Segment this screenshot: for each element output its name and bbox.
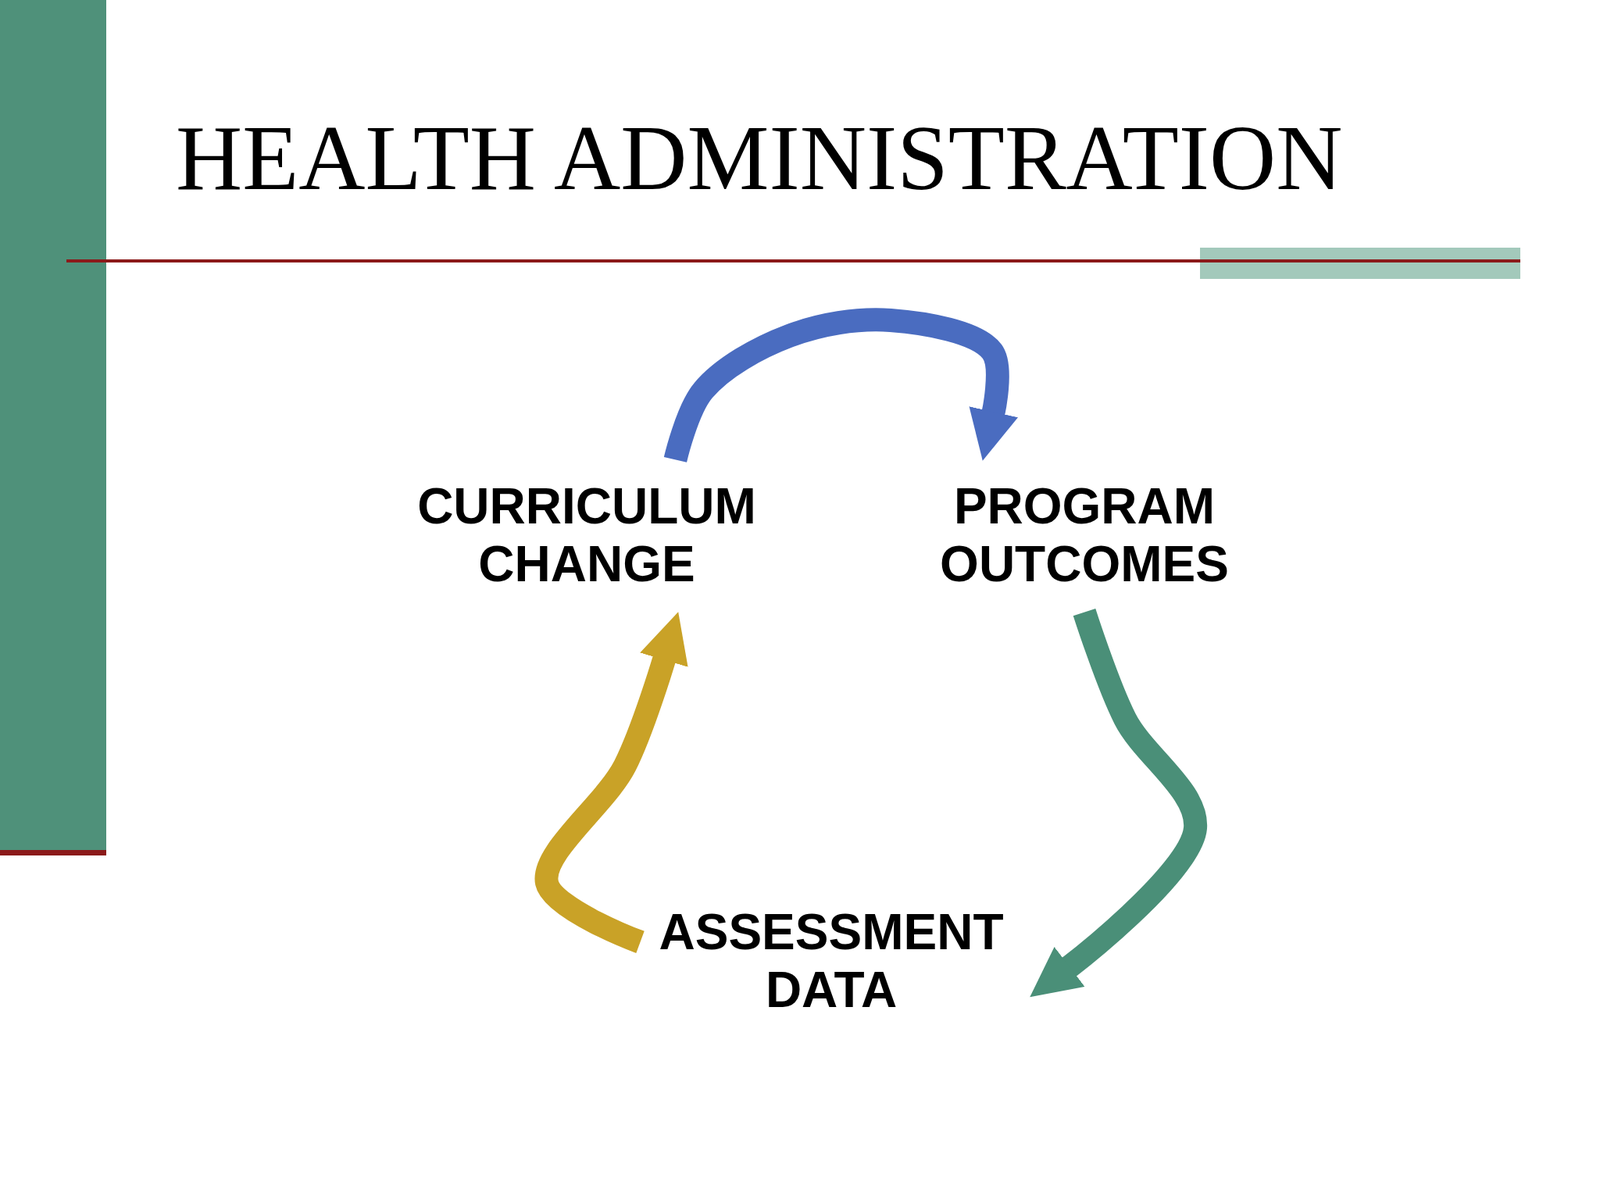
step-label: CURRICULUM CHANGE [417, 478, 757, 593]
step-label: PROGRAM OUTCOMES [939, 478, 1229, 593]
cycle-step: CURRICULUM CHANGE [409, 470, 765, 601]
step-label: ASSESSMENT DATA [659, 903, 1004, 1019]
accent-bar [1200, 247, 1521, 279]
cycle-arrow [1067, 612, 1196, 969]
side-bar [0, 0, 107, 850]
side-bar-rule [0, 850, 107, 856]
cycle-step: PROGRAM OUTCOMES [932, 470, 1237, 601]
cycle-arrow [675, 319, 997, 460]
title-rule [66, 259, 1521, 263]
cycle-arrow [546, 657, 665, 943]
slide-title: HEALTH ADMINISTRATION [175, 105, 1343, 212]
cycle-step: ASSESSMENT DATA [651, 896, 1012, 1027]
